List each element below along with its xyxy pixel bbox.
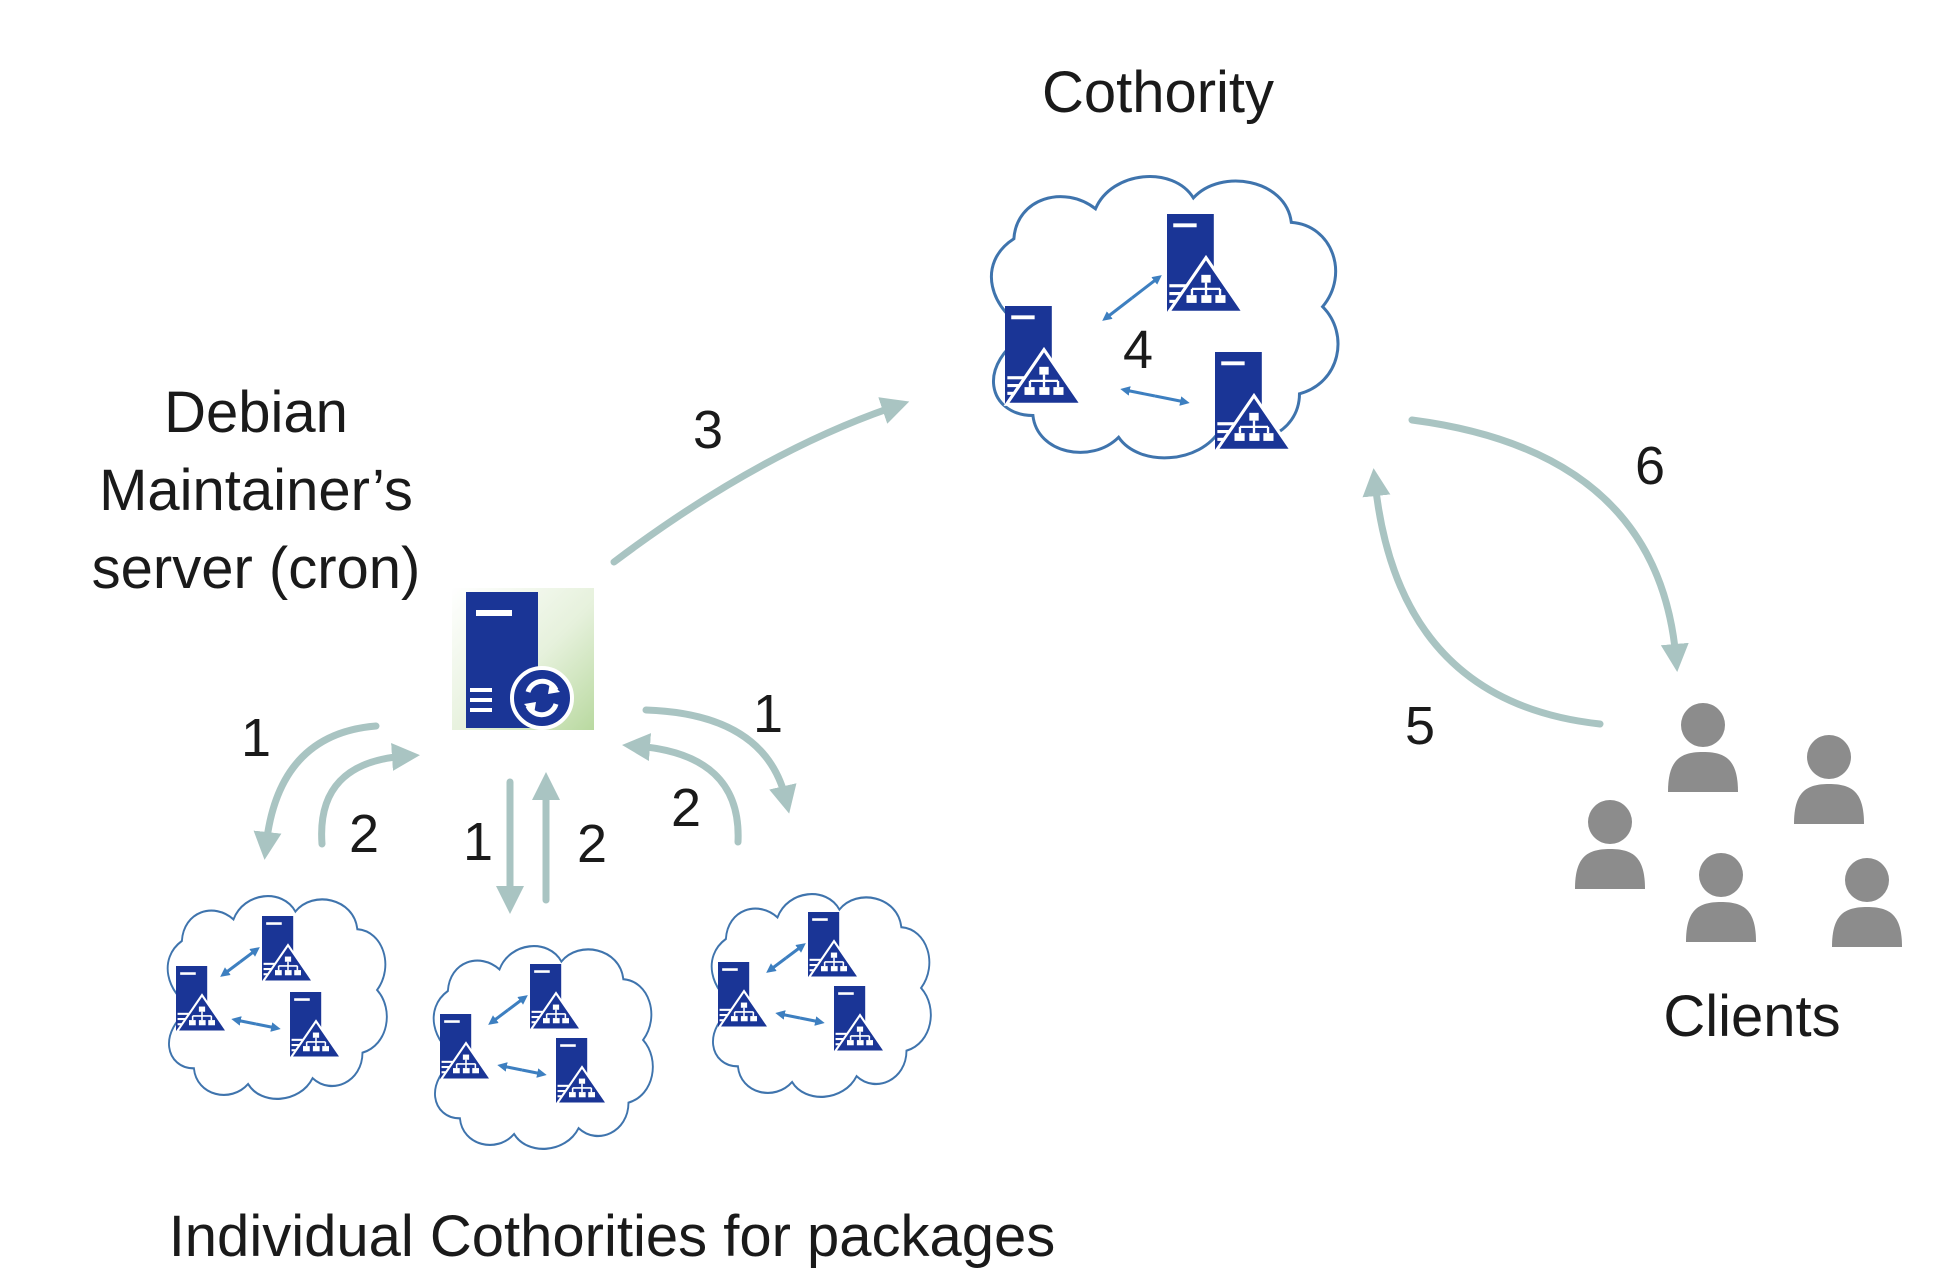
person-icon xyxy=(1668,703,1738,792)
clients-label: Clients xyxy=(1663,984,1840,1049)
step-2-left-label: 2 xyxy=(349,804,379,864)
step-4-label: 4 xyxy=(1123,320,1153,380)
inner-arrow-icon xyxy=(239,947,260,964)
individual-cothorities-label: Individual Cothorities for packages xyxy=(169,1204,1056,1269)
inner-arrow-icon xyxy=(1102,296,1133,321)
arrow-step-1-left xyxy=(253,722,380,860)
step-2-right-label: 2 xyxy=(671,778,701,838)
inner-arrow-icon xyxy=(1154,394,1190,406)
person-icon xyxy=(1575,800,1645,889)
inner-arrow-icon xyxy=(497,1062,523,1072)
step-5-label: 5 xyxy=(1405,696,1435,756)
inner-arrow-icon xyxy=(488,1008,509,1025)
inner-arrow-icon xyxy=(1120,386,1156,398)
arrow-step-5 xyxy=(1362,468,1604,728)
person-icon xyxy=(1794,735,1864,824)
maintainer-label-line1: Debian xyxy=(164,380,348,445)
inner-arrow-icon xyxy=(255,1022,281,1032)
arrow-step-3 xyxy=(610,397,910,566)
flow-arrows xyxy=(253,397,1689,914)
inner-arrow-icon xyxy=(766,956,787,973)
arrow-step-1-right xyxy=(642,706,797,814)
inner-arrow-icon xyxy=(521,1068,547,1078)
cothority-title: Cothority xyxy=(1042,60,1274,125)
maintainer-label-line2: Maintainer’s xyxy=(99,458,413,523)
individual-cothority-cloud-3 xyxy=(710,893,932,1098)
step-3-label: 3 xyxy=(693,400,723,460)
inner-arrow-icon xyxy=(775,1010,801,1020)
step-6-label: 6 xyxy=(1635,436,1665,496)
server-sync-icon xyxy=(452,588,594,730)
inner-arrow-icon xyxy=(231,1016,257,1026)
individual-cothority-cloud-1 xyxy=(166,895,388,1100)
step-1-right-label: 1 xyxy=(753,684,783,744)
inner-arrow-icon xyxy=(507,995,528,1012)
step-1-mid-label: 1 xyxy=(463,812,493,872)
inner-arrow-icon xyxy=(220,960,241,977)
step-2-mid-label: 2 xyxy=(577,814,607,874)
inner-arrow-icon xyxy=(1131,275,1162,300)
maintainer-label-line3: server (cron) xyxy=(92,536,421,601)
arrow-step-2-left xyxy=(318,742,420,848)
arrow-step-2-right xyxy=(622,733,742,846)
maintainer-server: Debian Maintainer’s server (cron) xyxy=(92,380,594,730)
step-1-left-label: 1 xyxy=(241,708,271,768)
person-icon xyxy=(1686,853,1756,942)
main-cothority-cloud xyxy=(989,174,1340,460)
person-icon xyxy=(1832,858,1902,947)
inner-arrow-icon xyxy=(799,1016,825,1026)
inner-arrow-icon xyxy=(785,943,806,960)
arrow-step-6 xyxy=(1408,416,1689,672)
individual-cothority-cloud-2 xyxy=(432,945,654,1150)
clients-group xyxy=(1575,703,1902,947)
